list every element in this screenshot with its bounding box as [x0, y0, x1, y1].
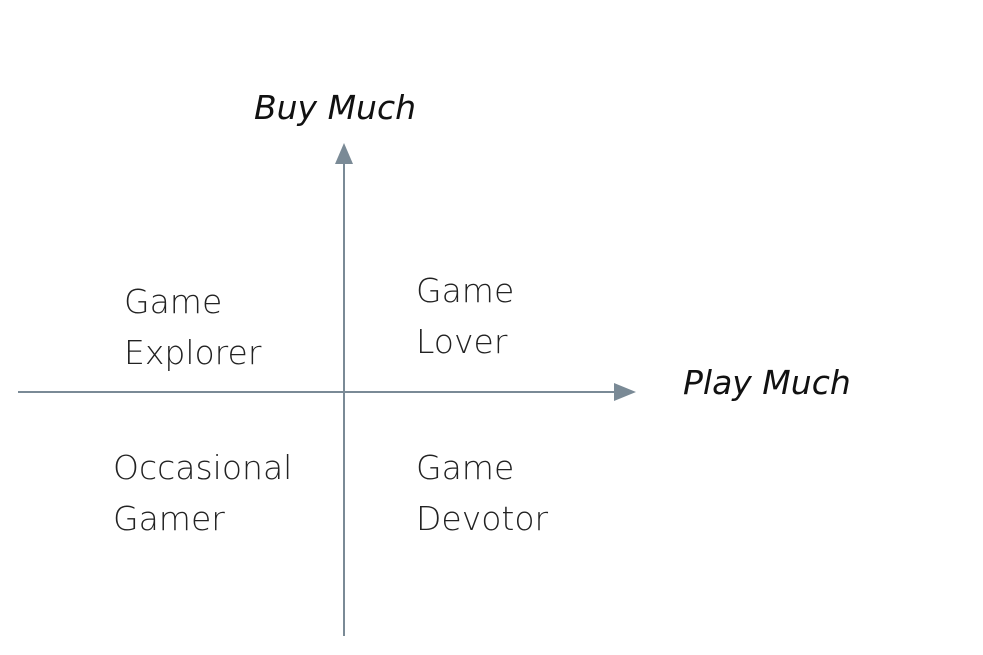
quadrant-bottom-left-line2: Gamer [113, 499, 225, 538]
quadrant-bottom-left: Occasional Gamer [113, 442, 292, 544]
quadrant-bottom-left-line1: Occasional [113, 448, 293, 487]
horizontal-axis-arrowhead [614, 383, 636, 401]
quadrant-top-left-line2: Explorer [124, 333, 262, 372]
y-axis-label: Buy Much [254, 88, 417, 127]
quadrant-top-right: Game Lover [416, 265, 514, 367]
quadrant-bottom-right-line1: Game [416, 448, 515, 487]
vertical-axis-arrowhead [335, 143, 353, 164]
quadrant-bottom-right-line2: Devotor [416, 499, 549, 538]
quadrant-top-right-line1: Game [416, 271, 515, 310]
quadrant-top-left-line1: Game [124, 282, 223, 321]
quadrant-top-left: Game Explorer [124, 276, 261, 378]
quadrant-top-right-line2: Lover [416, 322, 508, 361]
quadrant-bottom-right: Game Devotor [416, 442, 548, 544]
x-axis-label: Play Much [683, 363, 851, 402]
